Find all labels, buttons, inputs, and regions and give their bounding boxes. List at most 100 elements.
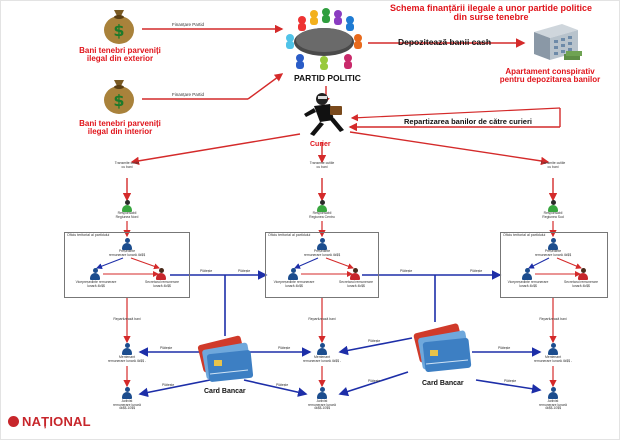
pays-label: Plătește [160,346,173,350]
responsible-centru: Responsabil Regiunea Centru [299,211,345,219]
secretary-line1: Secretarul remunerare [145,280,179,284]
vice-line2: lunară 4k$$ [87,283,105,288]
maintainer-sud: Mentenant remunerare lunară 4k$$ - [526,355,580,363]
person-icon [122,200,132,212]
vice-line2: lunară 4k$$ [519,283,537,288]
vice-line1: Vicepreședinte remunerare [75,280,117,284]
person-icon [548,200,558,212]
office-title-sud: Oficiu teritorial al partidului [503,233,546,237]
activist-centru: Activist remunerare lunară 4k$$-10$$ [295,399,349,411]
maintainer-line1: Mentenant [544,355,562,359]
maintainer-line1: Mentenant [118,355,136,359]
activist-line1: Activist [316,399,328,403]
responsible-line1: Responsabil [117,211,137,215]
person-icon [90,268,100,280]
pays-label: Plătește [368,379,381,383]
card-label-2: Card Bancar [422,380,464,387]
pays-label: Plătește [504,379,517,383]
logo-mark-icon [8,416,19,427]
activist-line2: remunerare lunară [539,402,567,407]
activist-line3: 4k$$-10$$ [313,406,331,411]
president-line1: Președinte [544,249,562,253]
activist-sud: Activist remunerare lunară 4k$$-10$$ [526,399,580,411]
office-box-nord [64,232,190,298]
person-icon [548,387,558,399]
person-icon [522,268,532,280]
transfer-label-line2: cu bani [121,164,133,169]
maintainer-line2: remunerare lunară 4k$$ - [533,358,573,363]
maintainer-nord: Mentenant remunerare lunară 4k$$ - [100,355,154,363]
activist-line2: remunerare lunară [113,402,141,407]
interior-arrow-label: Finanțare Partid [172,92,205,97]
president-sud: Președinte remunerare lunară 4k$$ [526,249,580,257]
pays-label: Plătește [200,269,213,273]
office-title-nord: Oficiu teritorial al partidului [67,233,110,237]
source-exterior-line2: ilegal din exterior [86,54,154,64]
president-nord: Președinte remunerare lunară 4k$$ [100,249,154,257]
person-icon [548,238,558,250]
diagram-title-line1: Schema finanțării ilegale a unor partide… [389,3,593,13]
pays-label: Plătește [368,339,381,343]
running-courier-icon [304,93,344,136]
vice-centru: Vicepreședinte remunerare lunară 4k$$ [268,280,320,288]
responsible-line1: Responsabil [312,211,332,215]
courier-label: Curier [310,141,331,148]
transfer-label-line2: cu bani [316,164,328,169]
apartment-line2: pentru depozitarea banilor [499,75,601,85]
office-arrow [325,257,354,270]
president-line2: remunerare lunară 4k$$ [108,252,146,257]
bank-card-icon [197,335,254,382]
secretary-nord: Secretarul remunerare lunară 4k$$ [136,280,188,288]
transfer-label-sud: Transmite cutiile cu bani [530,161,576,169]
secretary-line1: Secretarul remunerare [564,280,598,284]
office-box-sud [500,232,608,298]
responsible-line2: Regiunea Sud [542,214,564,219]
source-exterior-label: Bani tenebri parveniți ilegal din exteri… [62,46,178,64]
pays-label: Plătește [238,269,251,273]
vice-nord: Vicepreședinte remunerare lunară 4k$$ [70,280,122,288]
source-interior-label: Bani tenebri parveniți ilegal din interi… [62,119,178,137]
activist-line3: 4k$$-10$$ [544,406,562,411]
source-interior-line2: ilegal din interior [87,127,153,137]
activist-line1: Activist [121,399,133,403]
vice-sud: Vicepreședinte remunerare lunară 4k$$ [502,280,554,288]
secretary-line2: lunară 4k$$ [153,283,171,288]
apartment-line1: Apartament conspirativ [505,67,595,76]
responsible-sud: Responsabil Regiunea Sud [530,211,576,219]
distributes-label-sud: Repartizează bani [539,317,567,321]
secretary-line2: lunară 4k$$ [572,283,590,288]
secretary-line1: Secretarul remunerare [339,280,373,284]
office-arrow [528,257,550,269]
pays-label: Plătește [278,346,291,350]
transfer-label-line1: Transmite cutiile [540,161,566,165]
office-arrow [96,257,124,270]
responsible-line1: Responsabil [543,211,563,215]
person-icon [350,268,360,280]
source-interior-line1: Bani tenebri parveniți [79,119,161,128]
transfer-label-centru: Transmite cutiile cu bani [299,161,345,169]
secretary-sud: Secretarul remunerare lunară 4k$$ [558,280,604,288]
vice-line1: Vicepreședinte remunerare [507,280,549,284]
money-bag-icon: $ [104,80,134,114]
person-icon [317,200,327,212]
president-centru: Președinte remunerare lunară 4k$$ [295,249,349,257]
responsible-line2: Regiunea Centru [309,214,335,219]
maintainer-line2: remunerare lunară 4k$$ - [302,358,342,363]
activist-line2: remunerare lunară [308,402,336,407]
president-line1: Președinte [118,249,136,253]
building-icon [534,24,582,60]
distributes-label-nord: Repartizează bani [113,317,141,321]
transfer-label-line1: Transmite cutiile [309,161,335,165]
transfer-label-line1: Transmite cutiile [114,161,140,165]
pays-label: Plătește [498,346,511,350]
person-icon [122,343,132,355]
secretary-line2: lunară 4k$$ [347,283,365,288]
person-icon [122,238,132,250]
meeting-table-icon [286,8,362,70]
maintainer-line1: Mentenant [313,355,331,359]
office-arrow [294,257,319,269]
transfer-label-nord: Transmite cutiile cu bani [104,161,150,169]
activist-line1: Activist [547,399,559,403]
distributes-label-centru: Repartizează bani [308,317,336,321]
diagram-title: Schema finanțării ilegale a unor partide… [375,3,607,23]
